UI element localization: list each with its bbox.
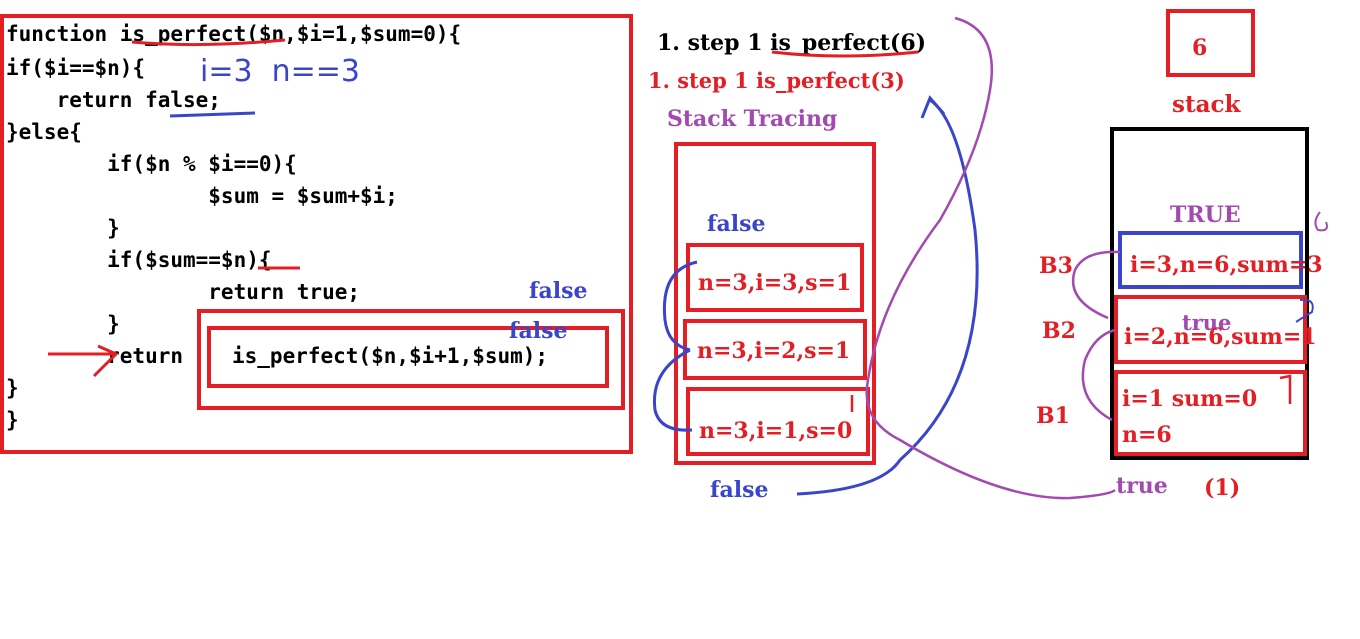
purple-six-scribble xyxy=(1314,211,1328,232)
underline-is-perfect xyxy=(131,38,286,47)
code-line-9: return true; xyxy=(6,280,361,304)
top-value-box xyxy=(1166,9,1255,77)
stack-frame-b1-text: i=1 sum=0 n=6 xyxy=(1122,386,1258,448)
label-false-bottom: false xyxy=(710,477,769,503)
label-false-code-1: false xyxy=(529,278,588,304)
stack-label: stack xyxy=(1172,91,1241,118)
underline-title xyxy=(771,50,919,58)
stack-frame-b2 xyxy=(1114,295,1307,364)
code-line-1: function is_perfect($n,$i=1,$sum=0){ xyxy=(6,22,462,46)
stack-frame-b3-text: i=3,n=6,sum=3 xyxy=(1130,252,1323,278)
code-line-3: return false; xyxy=(6,88,221,112)
blue-arrow-frame1-to-2 xyxy=(662,260,698,352)
label-false-code-2: false xyxy=(509,318,568,344)
purple-arrow-b2-to-b3 xyxy=(1071,250,1121,320)
trace-frame-1 xyxy=(686,243,864,312)
paren-label: (1) xyxy=(1204,475,1241,501)
code-panel xyxy=(0,14,633,454)
stack-tracing-title: Stack Tracing xyxy=(667,106,838,132)
trace-frame-1-text: n=3,i=3,s=1 xyxy=(698,270,852,296)
stack-frame-b3 xyxy=(1118,231,1303,289)
code-line-7: } xyxy=(6,216,120,240)
blue-arrow-frame2-to-3 xyxy=(652,348,693,432)
code-line-2: if($i==$n){ xyxy=(6,56,146,80)
trace-frame-3-text: n=3,i=1,s=0 xyxy=(699,418,853,444)
label-false-top: false xyxy=(707,211,766,237)
stack-container xyxy=(1110,127,1309,460)
stack-frame-b1 xyxy=(1114,370,1307,456)
true-bottom-label: true xyxy=(1116,473,1168,499)
arrow-return-icon xyxy=(48,344,119,378)
stack-tag-b1: B1 xyxy=(1036,403,1070,429)
underline-false xyxy=(169,111,256,118)
purple-arrow-b1-to-b2 xyxy=(1081,328,1116,422)
purple-curve xyxy=(865,16,1116,500)
step-title-black: 1. step 1 is_perfect(6) xyxy=(657,30,927,56)
blue-three-scribble xyxy=(1295,298,1314,323)
blue-arrowhead-icon xyxy=(920,95,946,119)
stack-tracing-panel xyxy=(674,142,876,465)
code-line-12: } xyxy=(6,376,19,400)
recursive-call-text: is_perfect($n,$i+1,$sum); xyxy=(232,344,549,368)
handwritten-note: i=3 n==3 xyxy=(200,54,361,89)
code-line-6: $sum = $sum+$i; xyxy=(6,184,398,208)
true-upper-label: TRUE xyxy=(1170,202,1241,228)
code-line-8: if($sum==$n){ xyxy=(6,248,272,272)
code-line-11: return xyxy=(6,344,184,368)
code-line-4: }else{ xyxy=(6,120,82,144)
recursive-call-outer-box xyxy=(197,309,625,410)
trace-frame-2-text: n=3,i=2,s=1 xyxy=(697,338,851,364)
code-line-13: } xyxy=(6,408,19,432)
true-inner-label: true xyxy=(1182,310,1232,335)
code-line-5: if($n % $i==0){ xyxy=(6,152,297,176)
recursive-call-inner-box xyxy=(207,326,609,388)
red-bracket-b1 xyxy=(1279,374,1292,404)
stack-frame-b2-text: i=2,n=6,sum=1 xyxy=(1124,324,1317,350)
trace-frame-3 xyxy=(686,387,870,456)
blue-return-curve xyxy=(796,98,979,496)
step-title-red: 1. step 1 is_perfect(3) xyxy=(648,68,905,93)
code-line-10: } xyxy=(6,312,120,336)
stack-tag-b2: B2 xyxy=(1042,318,1076,344)
stack-tag-b3: B3 xyxy=(1039,253,1073,279)
top-value: 6 xyxy=(1192,35,1208,61)
